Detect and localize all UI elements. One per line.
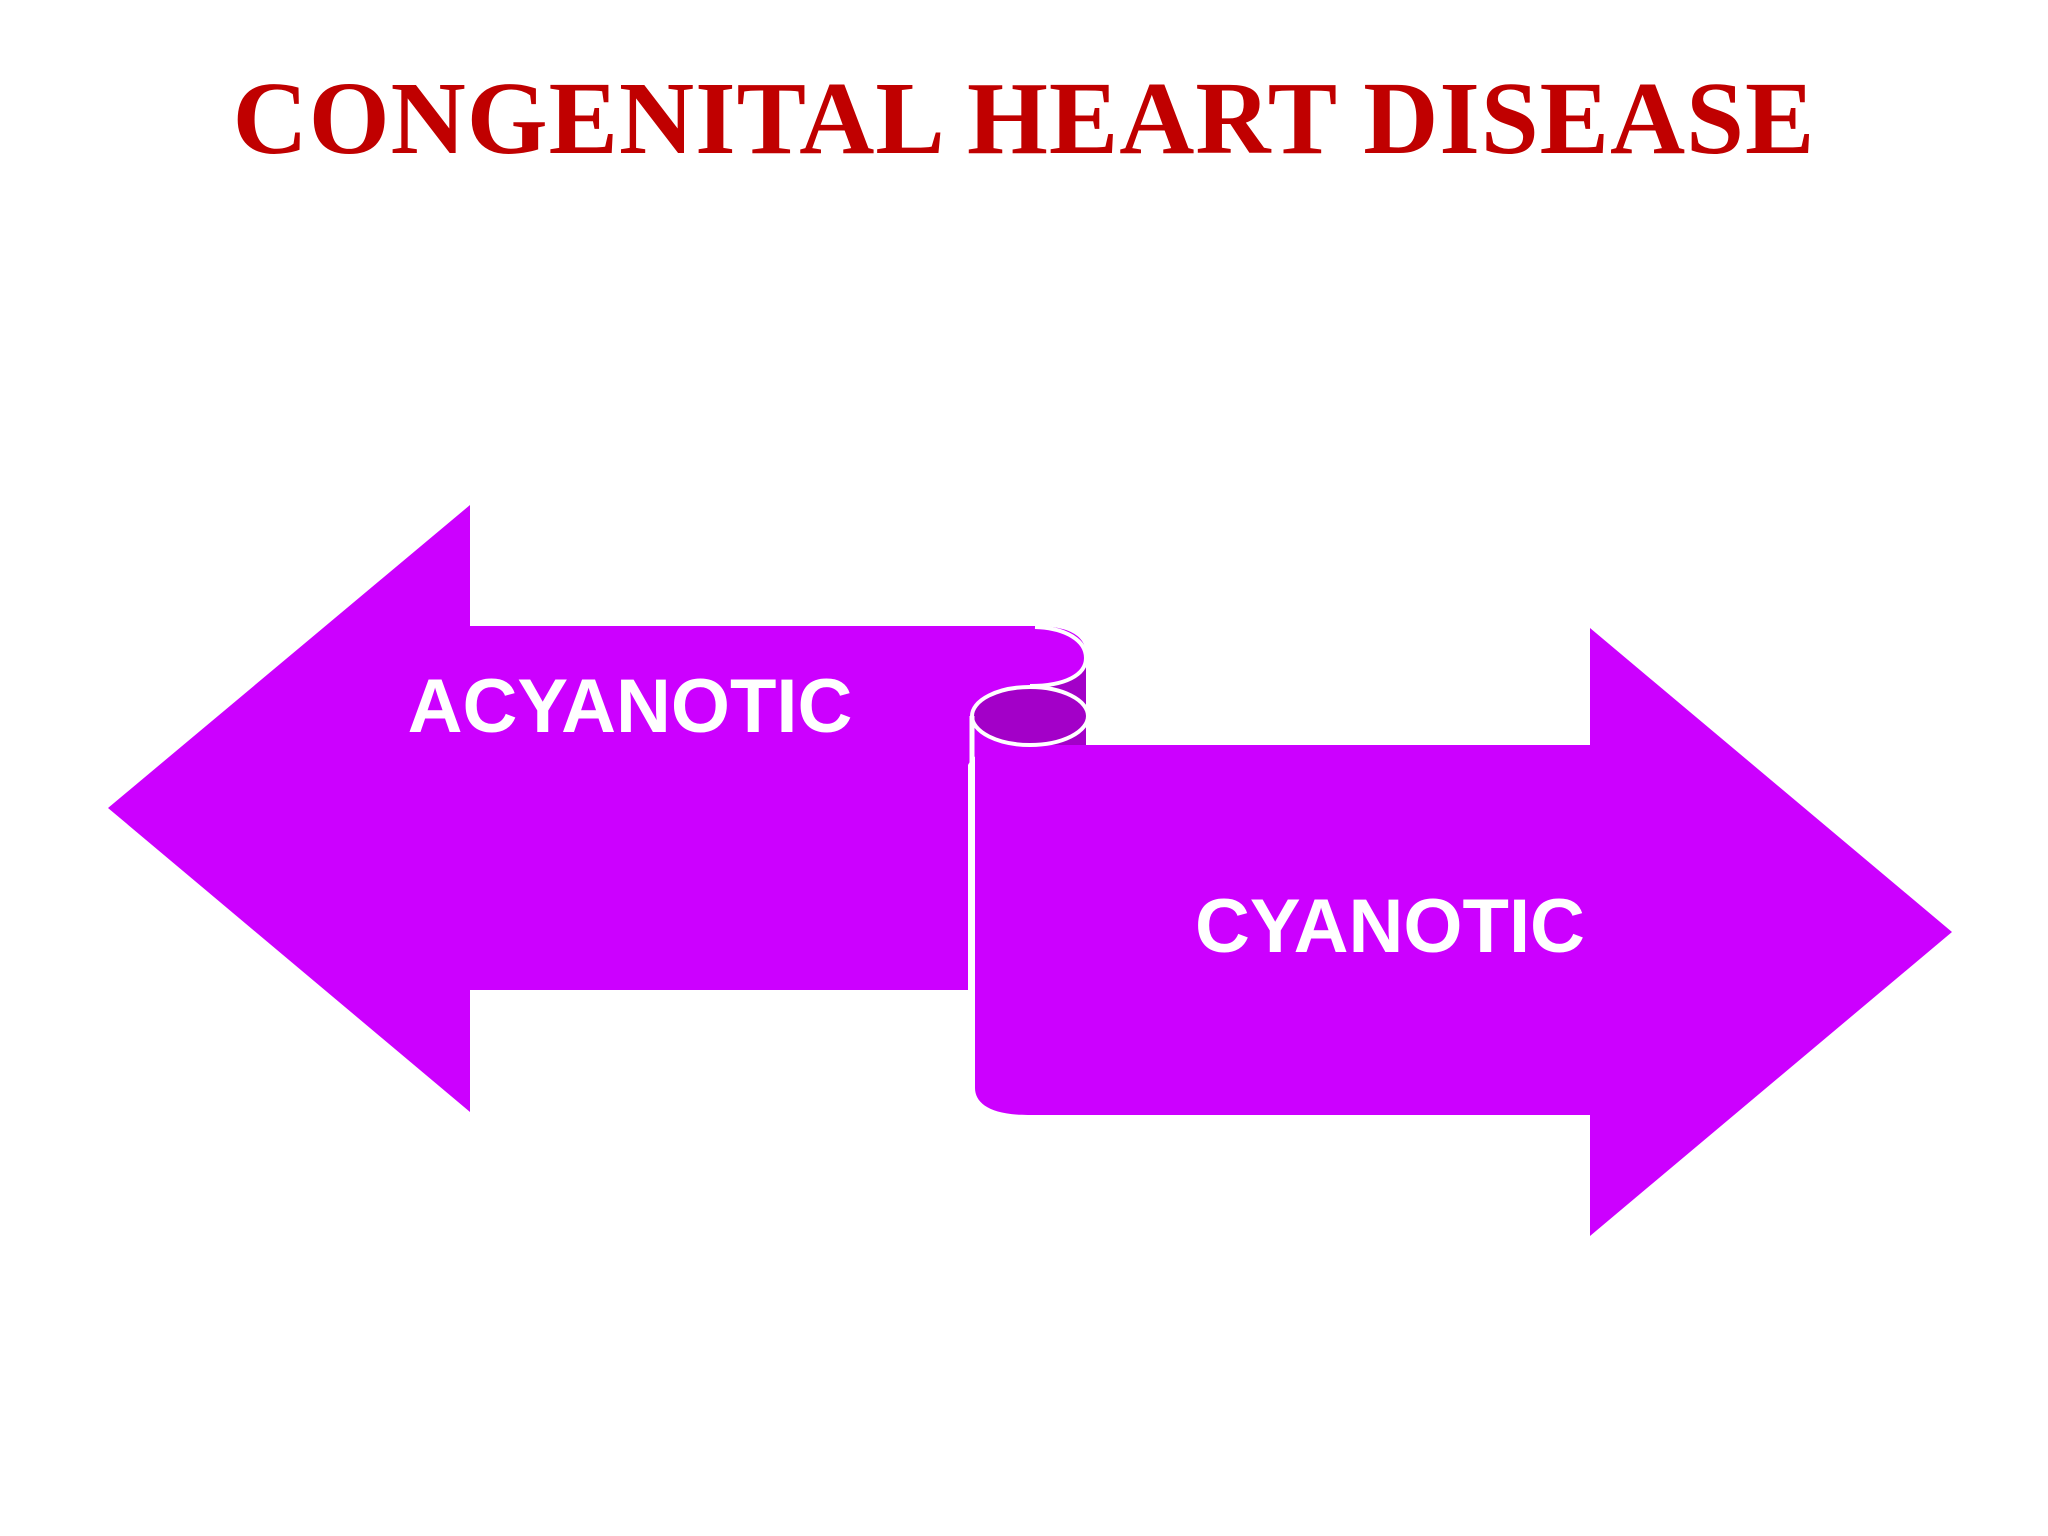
slide-title: CONGENITAL HEART DISEASE bbox=[232, 61, 1816, 176]
right-arrow-shape bbox=[975, 628, 1952, 1236]
acyanotic-label: ACYANOTIC bbox=[408, 664, 853, 749]
cyanotic-label: CYANOTIC bbox=[1195, 884, 1585, 969]
left-arrow-shape bbox=[108, 505, 1086, 1112]
scroll-fold-outline bbox=[1029, 625, 1089, 688]
scroll-fold-curl bbox=[970, 685, 1090, 747]
